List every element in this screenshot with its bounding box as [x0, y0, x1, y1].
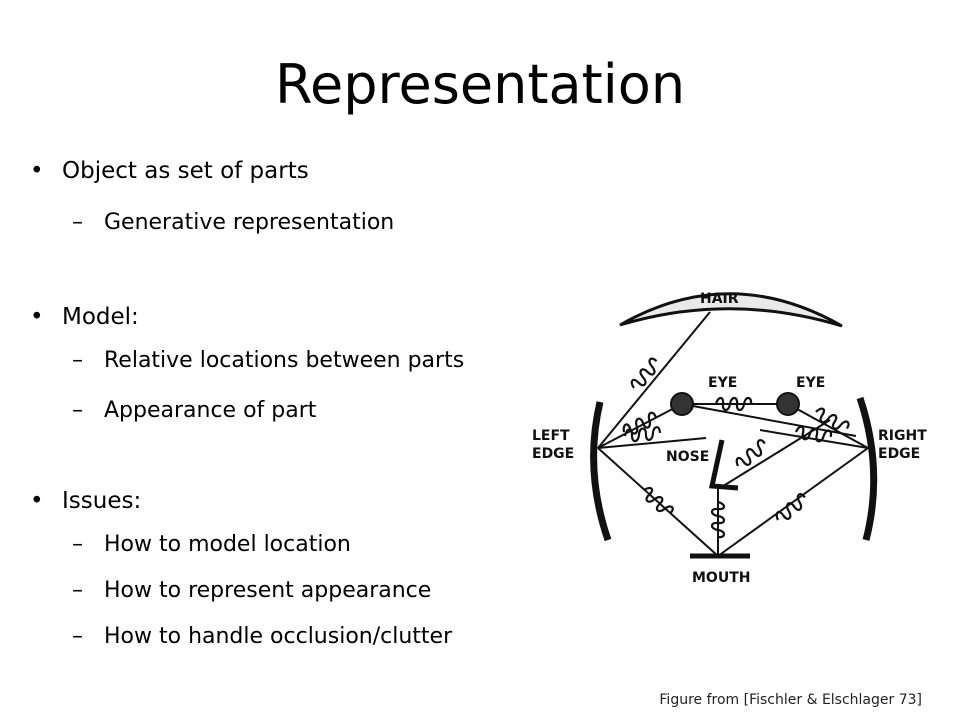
- bullet-marker: •: [30, 488, 44, 514]
- right-eye-node: [776, 392, 800, 416]
- dash-marker: –: [72, 624, 83, 649]
- sub-bullet-item: – How to handle occlusion/clutter: [30, 624, 452, 649]
- bullet-marker: •: [30, 158, 44, 184]
- sub-bullet-text: Appearance of part: [104, 398, 317, 423]
- bullet-item: • Model:: [30, 304, 139, 330]
- sub-bullet-item: – Relative locations between parts: [30, 348, 464, 373]
- bullet-marker: •: [30, 304, 44, 330]
- sub-bullet-text: Generative representation: [104, 210, 395, 235]
- dash-marker: –: [72, 398, 83, 423]
- hair-shape: [619, 292, 843, 328]
- right-edge-bar: [856, 396, 878, 541]
- left-eye-node: [670, 392, 694, 416]
- label-mouth: MOUTH: [692, 570, 750, 586]
- pictorial-structure-figure: HAIR EYE EYE LEFT EDGE RIGHT EDGE NOSE M…: [532, 291, 927, 586]
- sub-bullet-text: How to represent appearance: [104, 578, 432, 603]
- sub-bullet-item: – How to represent appearance: [30, 578, 431, 603]
- sub-bullet-item: – Appearance of part: [30, 398, 316, 423]
- bullet-item: • Issues:: [30, 488, 141, 514]
- dash-marker: –: [72, 578, 83, 603]
- dash-marker: –: [72, 348, 83, 373]
- dash-marker: –: [72, 532, 83, 557]
- dash-marker: –: [72, 210, 83, 235]
- nose-shape: [708, 439, 739, 491]
- label-eye-left: EYE: [708, 375, 737, 391]
- bullet-item: • Object as set of parts: [30, 158, 309, 184]
- sub-bullet-text: How to model location: [104, 532, 351, 557]
- sub-bullet-item: – Generative representation: [30, 210, 394, 235]
- label-left-edge-1: LEFT: [532, 428, 570, 444]
- label-hair: HAIR: [700, 291, 739, 307]
- bullet-text: Model:: [62, 304, 139, 330]
- sub-bullet-text: How to handle occlusion/clutter: [104, 624, 453, 649]
- left-edge-bar: [590, 401, 612, 542]
- label-eye-right: EYE: [796, 375, 825, 391]
- sub-bullet-item: – How to model location: [30, 532, 351, 557]
- label-right-edge-1: RIGHT: [878, 428, 927, 444]
- label-left-edge-2: EDGE: [532, 446, 574, 462]
- bullet-text: Object as set of parts: [62, 158, 309, 184]
- bullet-text: Issues:: [62, 488, 142, 514]
- figure-caption: Figure from [Fischler & Elschlager 73]: [659, 692, 922, 708]
- sub-bullet-text: Relative locations between parts: [104, 348, 465, 373]
- label-right-edge-2: EDGE: [878, 446, 920, 462]
- slide-title: Representation: [274, 53, 686, 116]
- label-nose: NOSE: [666, 449, 709, 465]
